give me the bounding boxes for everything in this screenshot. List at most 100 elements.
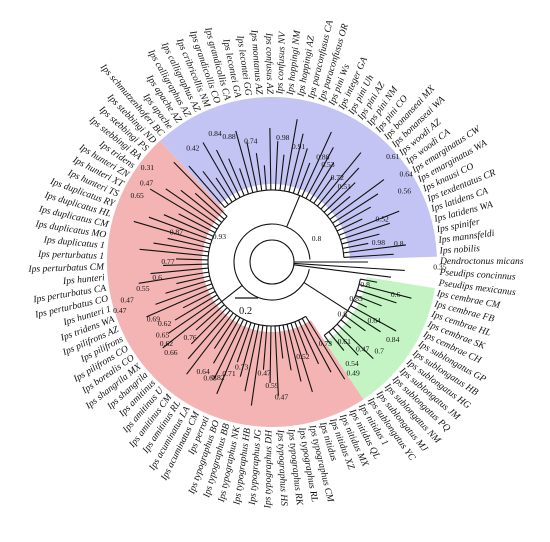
tip-branch <box>165 279 211 294</box>
node-support-label: 0.6 <box>391 290 401 299</box>
node-support-label: 0.77 <box>161 257 174 266</box>
tip-branch <box>340 222 390 241</box>
tip-branch <box>283 119 298 192</box>
node-support-label: 0.51 <box>338 182 351 191</box>
clade-color-wedges <box>106 97 437 428</box>
taxon-label: Ips typographus DH <box>262 429 274 510</box>
taxon-label: Ips confusus NV <box>274 30 288 95</box>
node-support-label: 0.8 <box>360 280 370 289</box>
tip-branch <box>357 289 397 304</box>
node-support-label: 0.98 <box>372 238 385 247</box>
tip-branch <box>288 133 304 193</box>
tip-branch <box>278 325 284 359</box>
tip-branch <box>305 316 346 380</box>
node-support-label: 0.62 <box>158 319 171 328</box>
node-support-label: 0.8 <box>394 239 404 248</box>
taxon-label: Ips perturbatus 1 <box>37 249 104 262</box>
tip-branch <box>239 168 249 195</box>
tip-branch <box>274 325 279 396</box>
clade-stem-red <box>221 285 243 302</box>
tip-branch <box>178 213 216 234</box>
tip-branch <box>146 287 214 318</box>
tip-branch <box>186 312 234 375</box>
tip-branch <box>174 294 218 321</box>
tip-branch <box>194 192 225 220</box>
tree-branches <box>133 119 412 406</box>
tip-branch <box>202 142 237 200</box>
tip-branch <box>290 322 313 393</box>
taxon-label: Dendroctonus micans <box>439 256 524 267</box>
node-support-label: 0.59 <box>265 381 278 390</box>
node-support-label: 0.47 <box>275 392 288 401</box>
tip-branch <box>293 262 405 271</box>
tip-branch <box>173 161 228 217</box>
node-support-label: 0.47 <box>356 344 369 353</box>
tip-branch <box>292 148 308 194</box>
node-support-label: 0.61 <box>338 337 351 346</box>
node-support-label: 0.54 <box>345 359 358 368</box>
tip-branch <box>347 310 381 333</box>
tip-branch <box>162 301 223 349</box>
taxon-label: Ips nobilis <box>438 243 480 257</box>
tip-branch <box>228 158 245 196</box>
taxon-label: Ips perturbatus CM <box>27 262 105 275</box>
node-support-label: 0.61 <box>386 152 399 161</box>
tip-branch <box>163 263 209 267</box>
tip-branch <box>279 154 285 191</box>
tip-branch <box>360 278 378 283</box>
tip-branch <box>350 305 397 332</box>
tip-branch <box>332 327 359 356</box>
tip-branch <box>213 317 241 364</box>
node-support-label: 0.98 <box>276 133 289 142</box>
node-support-label: 0.62 <box>160 339 173 348</box>
tip-branch <box>334 206 372 228</box>
tip-branch <box>163 214 214 237</box>
node-support-label: 0.47 <box>140 178 153 187</box>
tip-branch <box>190 307 228 345</box>
tip-branch <box>328 331 345 351</box>
node-support-label: 0.7 <box>374 347 384 356</box>
node-support-label: 0.88 <box>316 152 329 161</box>
tip-branch <box>155 283 213 305</box>
taxon-label: Ips montanus AZ <box>248 28 264 95</box>
node-support-label: 0.52 <box>296 352 309 361</box>
tip-branch <box>250 325 264 406</box>
tip-branch <box>138 271 209 284</box>
tip-branch <box>329 179 385 220</box>
tip-branch <box>358 284 412 299</box>
node-support-label: 0.85 <box>349 294 362 303</box>
tip-branch <box>176 275 210 285</box>
tip-branch <box>297 162 311 195</box>
tip-branch <box>301 318 332 373</box>
tip-branch <box>236 322 252 363</box>
node-support-label: 0.66 <box>164 348 177 357</box>
tip-branch <box>239 323 256 377</box>
node-support-label: 0.31 <box>141 163 154 172</box>
node-support-label: 0.91 <box>292 142 305 151</box>
taxon-label: Ips confusus AZ <box>263 32 275 95</box>
node-support-label: 0.93 <box>213 232 226 241</box>
node-support-label: 0.69 <box>147 315 160 324</box>
tip-branch <box>255 153 263 191</box>
node-support-label: 0.76 <box>183 333 196 342</box>
tip-branch <box>167 237 210 249</box>
node-support-label: 0.53 <box>321 160 334 169</box>
node-support-label: 0.64 <box>196 367 209 376</box>
node-support-label: 0.64 <box>368 316 381 325</box>
taxon-label: Pseudips concinnus <box>438 267 516 283</box>
tip-branch <box>323 182 356 213</box>
node-support-label: 0.88 <box>222 132 235 141</box>
tip-branch <box>309 162 335 202</box>
tip-branch <box>286 324 302 382</box>
ingroup-arc <box>233 223 311 301</box>
tip-branch <box>216 320 248 395</box>
tip-branch <box>235 130 254 193</box>
tip-branch <box>150 267 209 275</box>
tip-branch <box>320 167 360 210</box>
tip-branch <box>180 189 223 223</box>
tip-branch <box>188 165 226 208</box>
node-support-label: 0.82 <box>211 373 224 382</box>
tip-branch <box>336 323 374 360</box>
tip-branch <box>282 324 292 371</box>
